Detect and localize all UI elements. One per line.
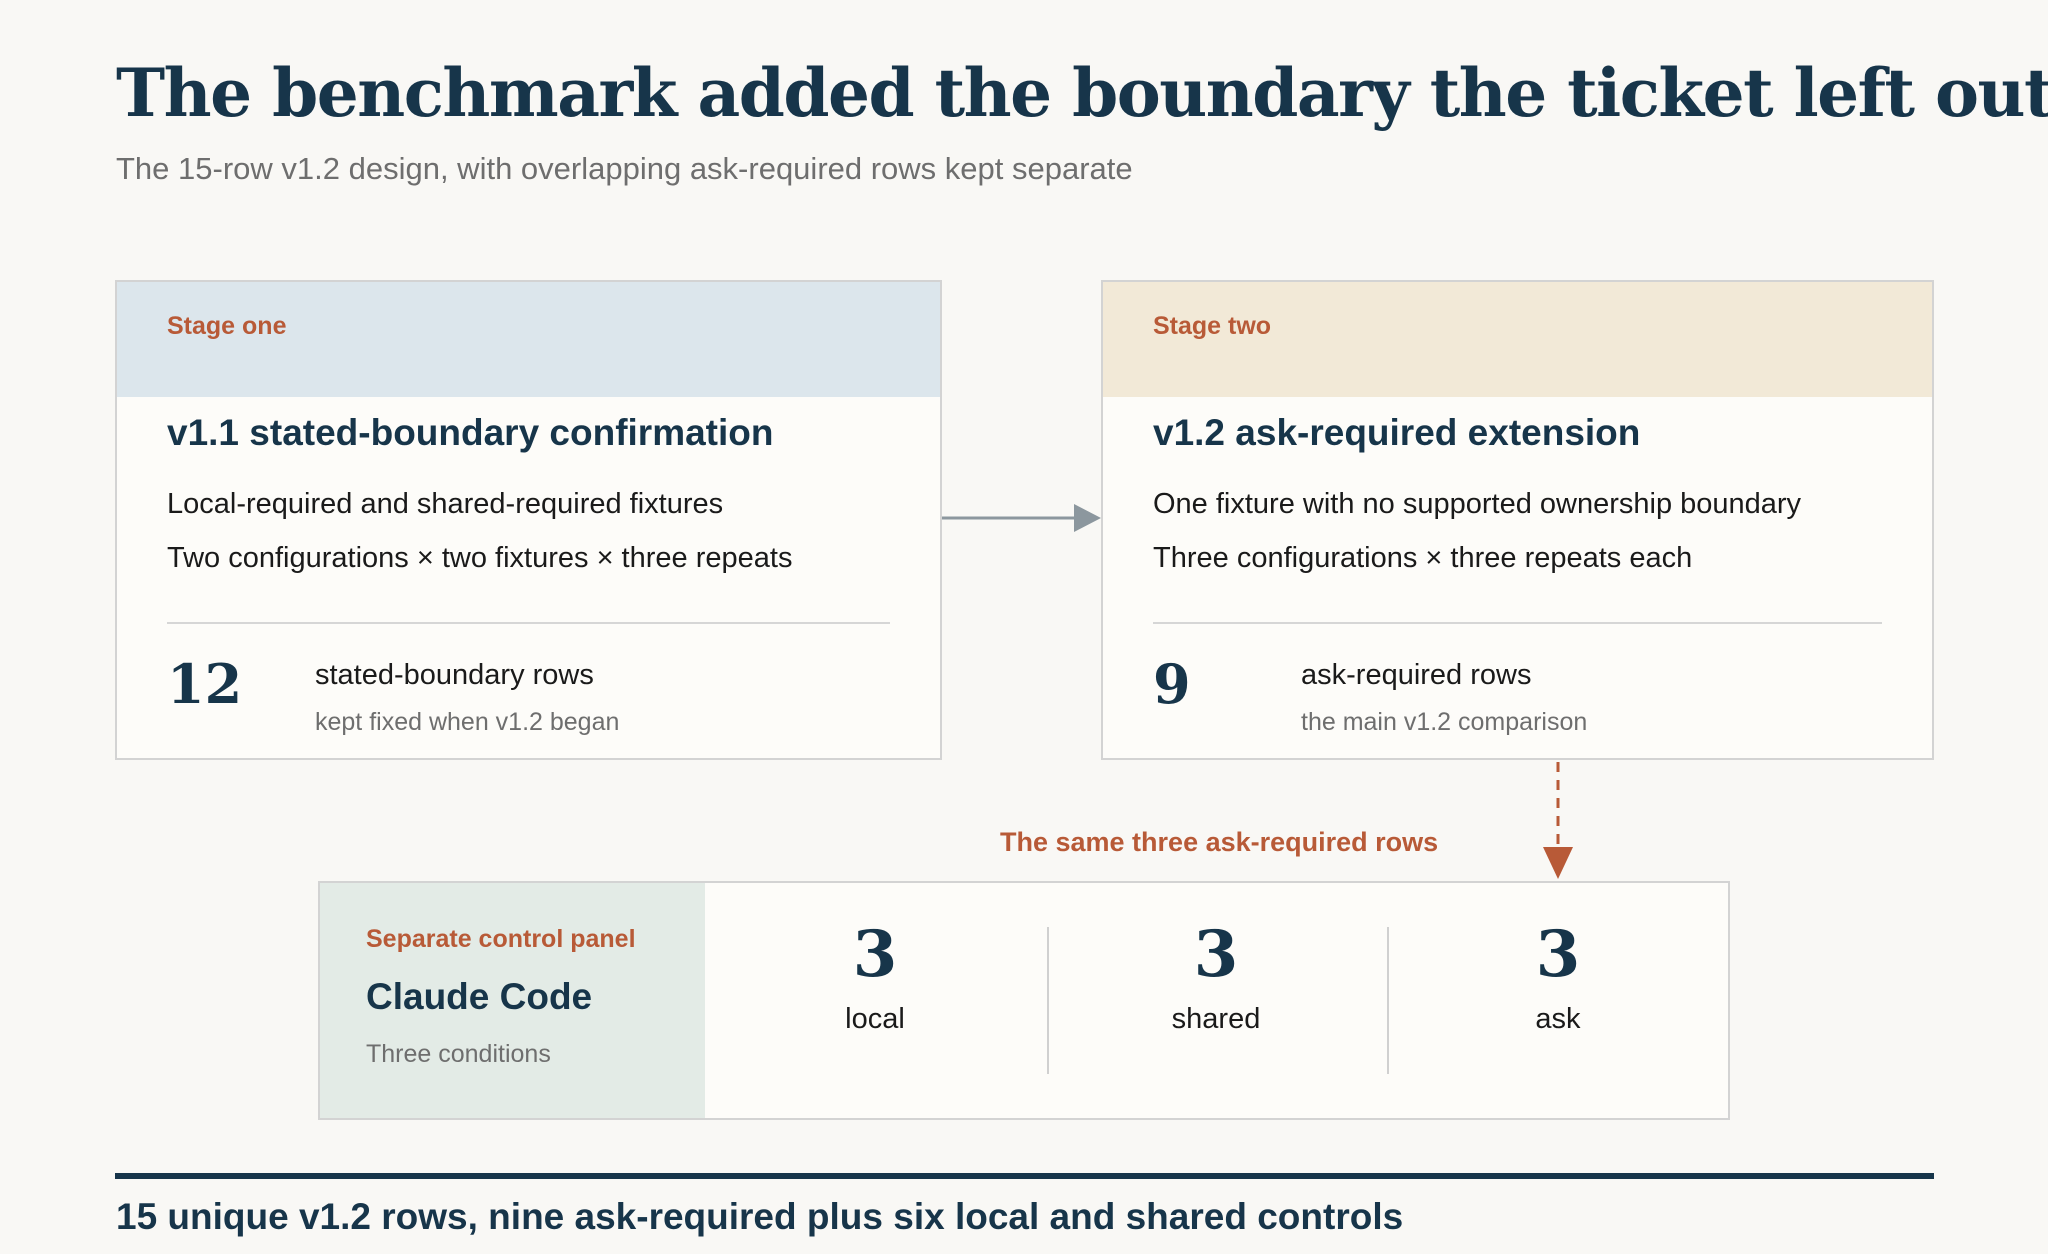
stage-one-line: Two configurations × two fixtures × thre… <box>167 542 793 574</box>
stage-arrow-head <box>1074 504 1101 532</box>
stage-one-title: v1.1 stated-boundary confirmation <box>167 412 774 453</box>
stage-two-note: the main v1.2 comparison <box>1301 708 1588 736</box>
stage-two-line: One fixture with no supported ownership … <box>1153 488 1802 520</box>
stage-one-metric: stated-boundary rows <box>315 659 594 691</box>
callout-arrow-head <box>1543 847 1573 879</box>
condition-local: 3 local <box>705 883 1045 1118</box>
stage-two-metric: ask-required rows <box>1301 659 1532 691</box>
callout-label: The same three ask-required rows <box>1000 827 1439 857</box>
condition-count: 3 <box>852 917 898 992</box>
stage-two-divider <box>1153 622 1882 624</box>
stage-two-header: Stage two <box>1103 282 1932 397</box>
condition-label: local <box>845 1003 905 1035</box>
stage-one-header: Stage one <box>117 282 940 397</box>
stage-one-divider <box>167 622 890 624</box>
stage-one-line: Local-required and shared-required fixtu… <box>167 488 724 520</box>
summary-rule <box>115 1173 1934 1179</box>
stage-two-card: Stage two v1.2 ask-required extension On… <box>1101 280 1934 760</box>
stage-two-label: Stage two <box>1153 312 1272 340</box>
control-panel-side: Separate control panel Claude Code Three… <box>320 883 705 1118</box>
condition-label: shared <box>1171 1003 1261 1035</box>
stage-one-label: Stage one <box>167 312 287 340</box>
condition-label: ask <box>1535 1003 1581 1035</box>
stage-two-line: Three configurations × three repeats eac… <box>1153 542 1693 574</box>
page-subtitle: The 15-row v1.2 design, with overlapping… <box>116 151 1133 186</box>
summary-text: 15 unique v1.2 rows, nine ask-required p… <box>116 1196 1404 1237</box>
condition-divider <box>1387 927 1389 1074</box>
control-panel-note: Three conditions <box>366 1040 551 1068</box>
control-panel-label: Separate control panel <box>366 925 636 953</box>
control-panel: Separate control panel Claude Code Three… <box>318 881 1730 1120</box>
stage-one-card: Stage one v1.1 stated-boundary confirmat… <box>115 280 942 760</box>
condition-ask: 3 ask <box>1388 883 1728 1118</box>
condition-divider <box>1047 927 1049 1074</box>
control-panel-title: Claude Code <box>366 976 593 1017</box>
condition-count: 3 <box>1193 917 1239 992</box>
stage-one-note: kept fixed when v1.2 began <box>315 708 620 736</box>
page-title: The benchmark added the boundary the tic… <box>116 54 2048 132</box>
stage-two-title: v1.2 ask-required extension <box>1153 412 1641 453</box>
condition-shared: 3 shared <box>1046 883 1386 1118</box>
stage-one-count: 12 <box>167 652 243 716</box>
stage-two-count: 9 <box>1153 652 1191 716</box>
condition-count: 3 <box>1535 917 1581 992</box>
